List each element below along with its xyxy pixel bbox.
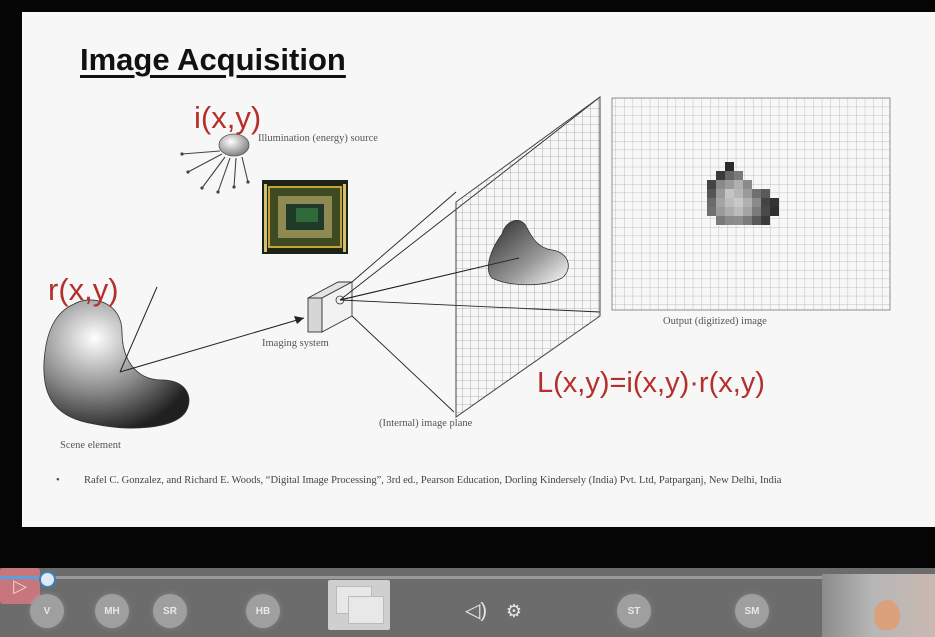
volume-icon[interactable]: ◁) xyxy=(464,600,488,622)
image-plane-label: (Internal) image plane xyxy=(379,418,473,429)
scene-element-label: Scene element xyxy=(60,440,121,451)
incident-ray xyxy=(119,286,158,373)
video-player-controls: V MH SR HB ▷ ◁) ⚙ ST SM xyxy=(0,568,935,637)
play-button[interactable]: ▷ xyxy=(0,568,40,604)
reflectance-symbol: r(x,y) xyxy=(48,272,119,307)
output-image-label: Output (digitized) image xyxy=(663,316,767,327)
participant-avatar[interactable]: SR xyxy=(153,594,187,628)
settings-icon[interactable]: ⚙ xyxy=(505,601,523,621)
imaging-system-icon xyxy=(307,281,353,333)
seek-bar[interactable] xyxy=(0,576,935,579)
play-icon: ▷ xyxy=(13,576,27,596)
scene-element-shape xyxy=(43,299,190,429)
shared-screen-thumbnail[interactable] xyxy=(328,580,390,630)
illumination-source-label: Illumination (energy) source xyxy=(258,133,378,144)
illumination-source-icon xyxy=(180,133,250,194)
projected-image-shape xyxy=(488,220,569,286)
presentation-slide: Image Acquisition i(x,y) r(x,y) L(x,y)=i… xyxy=(22,12,935,527)
seek-handle[interactable] xyxy=(38,571,56,588)
seek-bar-progress xyxy=(0,576,47,579)
slide-title: Image Acquisition xyxy=(80,42,346,77)
bullet: • xyxy=(56,475,60,486)
participant-avatar[interactable]: ST xyxy=(617,594,651,628)
participant-avatar[interactable]: V xyxy=(30,594,64,628)
participant-avatar[interactable]: HB xyxy=(246,594,280,628)
participant-avatar[interactable]: MH xyxy=(95,594,129,628)
reflected-ray xyxy=(119,317,305,373)
image-acquisition-diagram xyxy=(43,96,891,429)
participant-avatar[interactable]: SM xyxy=(735,594,769,628)
illumination-symbol: i(x,y) xyxy=(194,100,262,135)
imaging-system-label: Imaging system xyxy=(262,338,329,349)
digitized-shape xyxy=(707,162,779,225)
reference-text: Rafel C. Gonzalez, and Richard E. Woods,… xyxy=(84,475,782,486)
self-view-video xyxy=(822,574,935,637)
person-icon xyxy=(874,600,900,630)
sensor-chip-image xyxy=(262,180,348,254)
formula-text: L(x,y)=i(x,y)·r(x,y) xyxy=(537,367,765,399)
